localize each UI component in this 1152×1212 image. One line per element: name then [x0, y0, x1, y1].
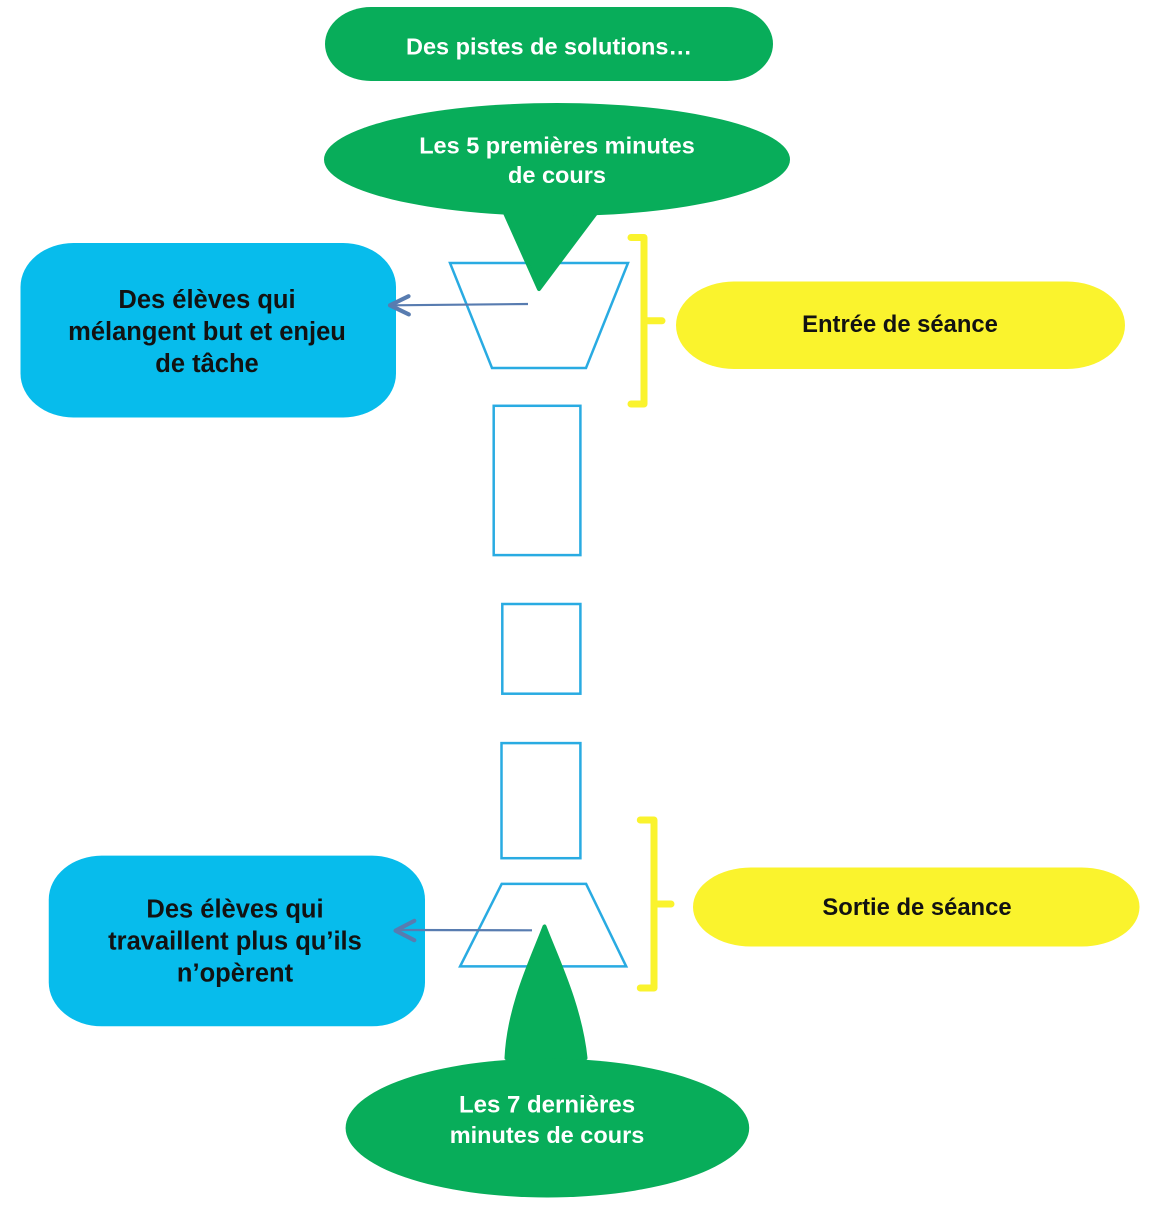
svg-text:Entrée de séance: Entrée de séance	[802, 311, 998, 338]
svg-text:Des pistes de solutions…: Des pistes de solutions…	[406, 34, 692, 60]
svg-text:travaillent plus qu’ils: travaillent plus qu’ils	[108, 928, 362, 956]
svg-text:Les 5 premières minutes: Les 5 premières minutes	[419, 133, 695, 159]
svg-text:Des élèves qui: Des élèves qui	[146, 896, 323, 924]
svg-text:Sortie de séance: Sortie de séance	[822, 894, 1011, 921]
svg-text:n’opèrent: n’opèrent	[177, 960, 294, 988]
svg-text:minutes de cours: minutes de cours	[450, 1122, 645, 1148]
svg-text:de tâche: de tâche	[155, 350, 258, 378]
svg-text:Des élèves qui: Des élèves qui	[118, 286, 295, 314]
svg-text:de cours: de cours	[508, 162, 606, 188]
svg-text:mélangent but et enjeu: mélangent but et enjeu	[68, 318, 346, 346]
svg-text:Les 7 dernières: Les 7 dernières	[459, 1092, 635, 1119]
